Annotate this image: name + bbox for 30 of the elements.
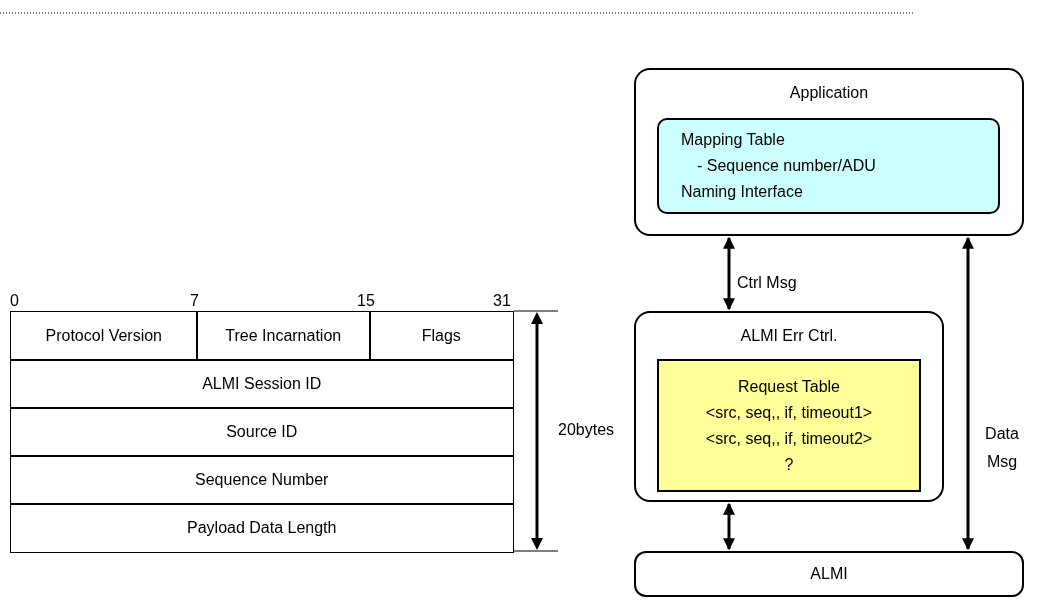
bit-number: 7 [190, 291, 199, 311]
table-title: Mapping Table [681, 130, 785, 150]
layer-box [634, 311, 944, 502]
header-field: Protocol Version [10, 311, 198, 361]
table-entry: <src, seq,, if, timeout2> [705, 428, 873, 449]
layer-title: ALMI Err Ctrl. [740, 326, 838, 346]
header-field: Flags [369, 311, 514, 361]
table-entry: ? [784, 454, 794, 475]
layer-title: Application [789, 83, 869, 103]
table-panel [657, 359, 921, 492]
bit-number: 31 [493, 291, 511, 311]
layer-box [634, 551, 1024, 597]
double-arrow [723, 502, 735, 551]
layer-title: ALMI [810, 564, 848, 584]
table-entry: Naming Interface [681, 182, 803, 202]
layer-box [634, 68, 1024, 236]
header-field: ALMI Session ID [10, 359, 514, 409]
double-arrow [723, 236, 735, 311]
table-entry: <src, seq,, if, timeout1> [705, 402, 873, 423]
header-field: Sequence Number [10, 455, 514, 505]
table-panel [657, 118, 1000, 214]
header-field: Source ID [10, 407, 514, 457]
table-title: Request Table [738, 376, 840, 397]
table-entry: - Sequence number/ADU [697, 156, 876, 176]
header-field: Tree Incarnation [196, 311, 371, 361]
header-field: Payload Data Length [10, 503, 514, 553]
double-arrow [962, 236, 974, 551]
bit-number: 0 [10, 291, 19, 311]
size-label: 20bytes [558, 420, 615, 440]
bit-number: 15 [357, 291, 375, 311]
